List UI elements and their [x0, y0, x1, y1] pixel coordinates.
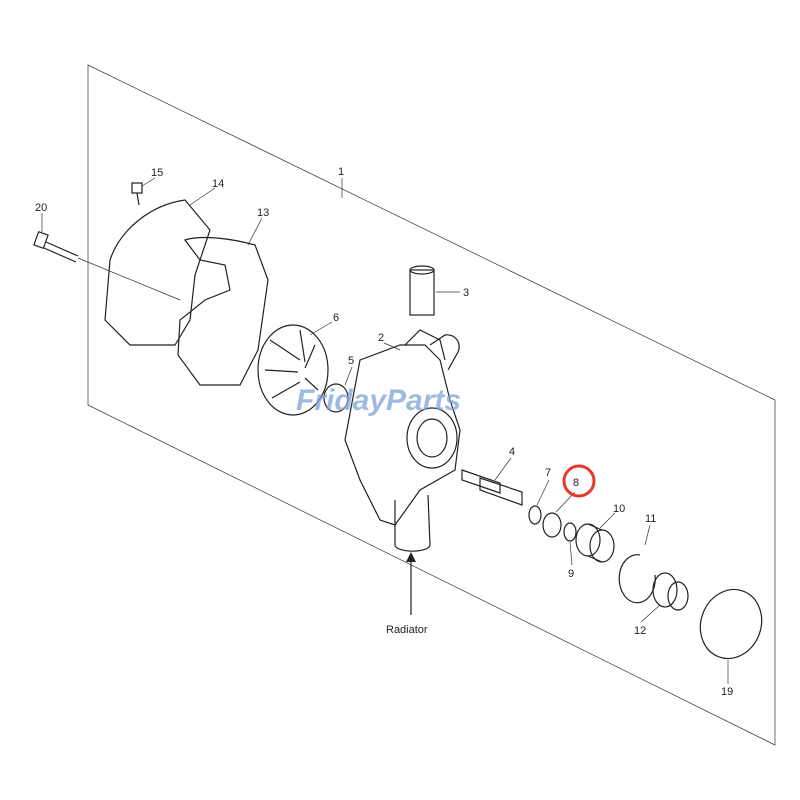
bolt-20: [33, 230, 181, 301]
radiator-arrow: [406, 552, 416, 615]
watermark-logo: FridayParts: [296, 384, 461, 417]
impeller-6: [257, 324, 329, 416]
callout-13: 13: [257, 207, 269, 219]
highlight-circle: [562, 464, 596, 498]
circlip-11: [618, 554, 656, 604]
callout-7: 7: [545, 467, 551, 479]
leader-lines: [41, 177, 729, 684]
callout-19: 19: [721, 686, 733, 698]
seal-8: [542, 512, 562, 538]
assembly-plane: [87, 64, 776, 746]
callout-9: 9: [568, 568, 574, 580]
pump-body-2: [344, 329, 461, 552]
callout-10: 10: [613, 503, 625, 515]
radiator-label: Radiator: [386, 624, 428, 636]
seal-5: [323, 383, 349, 413]
callout-12: 12: [634, 625, 646, 637]
callout-20: 20: [35, 202, 47, 214]
gasket-13: [177, 236, 269, 386]
bearing-10: [575, 523, 615, 563]
screw-15: [131, 182, 143, 206]
cover-14: [104, 199, 211, 346]
callout-1: 1: [338, 166, 344, 178]
callout-11: 11: [645, 513, 656, 525]
sleeve-3: [409, 265, 435, 316]
callout-8: 8: [573, 477, 579, 489]
callout-4: 4: [509, 446, 515, 458]
callout-3: 3: [463, 287, 469, 299]
callout-14: 14: [212, 178, 224, 190]
callout-5: 5: [348, 355, 354, 367]
ring-7: [528, 505, 542, 525]
shaft-4: [461, 469, 523, 506]
callout-15: 15: [151, 167, 163, 179]
o-ring-19: [699, 588, 763, 660]
gear-12: [652, 572, 689, 611]
callout-6: 6: [333, 312, 339, 324]
callout-2: 2: [378, 332, 384, 344]
ring-9: [563, 522, 577, 542]
